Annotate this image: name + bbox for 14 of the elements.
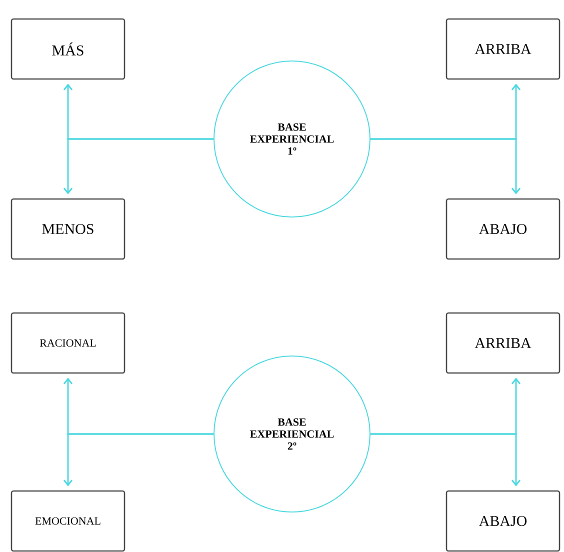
label-box: ABAJO (446, 490, 560, 552)
arrow (370, 433, 521, 486)
arrow (63, 138, 214, 194)
label-box: RACIONAL (10, 312, 126, 374)
label-box: EMOCIONAL (10, 490, 126, 552)
circle-node: BASE EXPERIENCIAL 1º (214, 60, 370, 218)
label-box: ARRIBA (446, 18, 560, 80)
label-box: ARRIBA (446, 312, 560, 374)
arrow (63, 433, 214, 486)
label-box: ABAJO (446, 198, 560, 260)
label-box: MÁS (10, 18, 126, 80)
circle-node: BASE EXPERIENCIAL 2º (214, 356, 370, 512)
label-box: MENOS (10, 198, 126, 260)
arrow (370, 138, 521, 194)
